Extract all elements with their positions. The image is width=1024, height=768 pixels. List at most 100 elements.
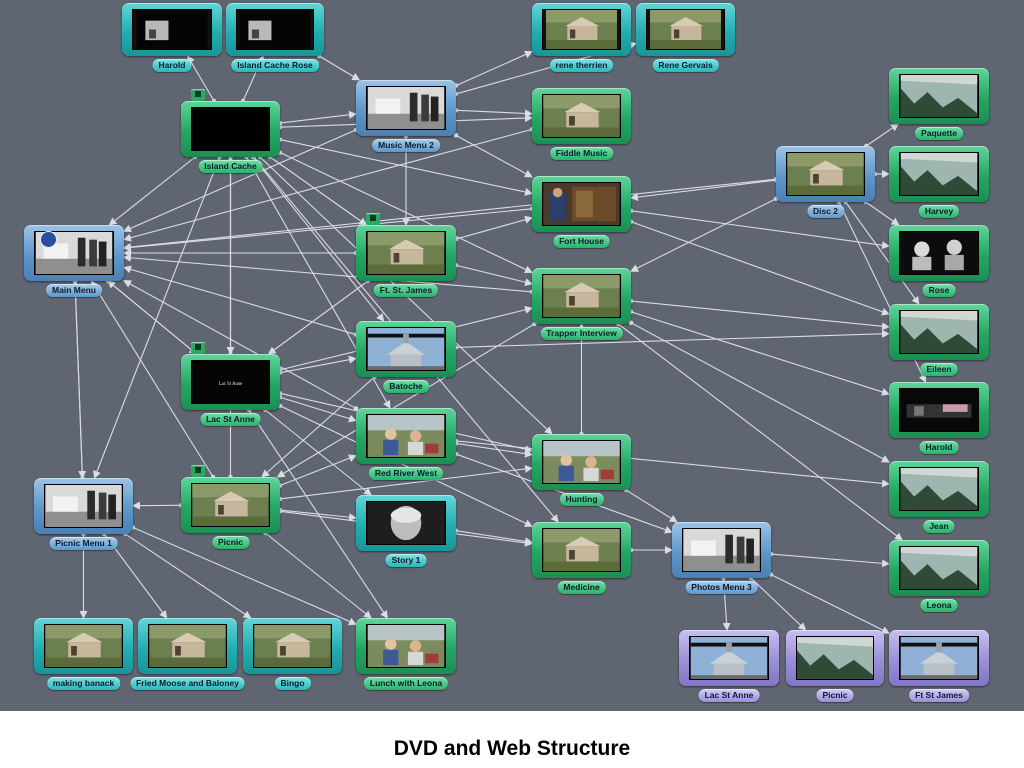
- node-island-cache[interactable]: Island Cache: [181, 89, 280, 173]
- node-card[interactable]: [889, 146, 989, 202]
- node-label: Island Cache: [198, 160, 263, 173]
- node-card[interactable]: [889, 540, 989, 596]
- node-card[interactable]: [679, 630, 779, 686]
- node-lac-st-anne-p[interactable]: Lac St Anne: [679, 630, 779, 702]
- node-card[interactable]: [181, 101, 280, 157]
- node-card[interactable]: [532, 3, 631, 56]
- node-card[interactable]: [889, 382, 989, 438]
- node-label: Harold: [152, 59, 192, 72]
- thumbnail-image: [366, 624, 446, 668]
- node-label: Fort House: [553, 235, 610, 248]
- node-label: Picnic: [211, 536, 250, 549]
- node-picnic-p[interactable]: Picnic: [786, 630, 884, 702]
- node-card[interactable]: [532, 88, 631, 144]
- node-ft-st-james-p[interactable]: Ft St James: [889, 630, 989, 702]
- thumbnail-image: [542, 440, 621, 484]
- thumbnail-image: [646, 9, 725, 50]
- thumbnail-image: [899, 388, 979, 432]
- link-red-river-west-to-hunting: [455, 442, 533, 458]
- thumbnail-image: [899, 310, 979, 354]
- link-fiddle-music-to-main-menu: [123, 128, 533, 242]
- node-card[interactable]: [532, 268, 631, 324]
- node-card[interactable]: [889, 68, 989, 124]
- node-hunting[interactable]: Hunting: [532, 434, 631, 506]
- link-trapper-interview-to-jean: [630, 322, 890, 463]
- node-rene-gervais[interactable]: Rene Gervais: [636, 3, 735, 72]
- node-leona[interactable]: Leona: [889, 540, 989, 612]
- thumbnail-image: [542, 9, 621, 50]
- node-rose[interactable]: Rose: [889, 225, 989, 297]
- node-harold-right[interactable]: Harold: [889, 382, 989, 454]
- link-trapper-interview-to-harold-right: [630, 311, 890, 396]
- node-card[interactable]: [356, 408, 456, 464]
- node-card[interactable]: [226, 3, 324, 56]
- node-jean[interactable]: Jean: [889, 461, 989, 533]
- node-paquette[interactable]: Paquette: [889, 68, 989, 140]
- node-fried-moose[interactable]: Fried Moose and Baloney: [130, 618, 245, 690]
- node-card[interactable]: [889, 304, 989, 360]
- node-card[interactable]: [786, 630, 884, 686]
- node-card[interactable]: [889, 461, 989, 517]
- node-card[interactable]: [532, 522, 631, 578]
- node-card[interactable]: [532, 434, 631, 490]
- thumbnail-image: [899, 467, 979, 511]
- node-card[interactable]: [181, 477, 280, 533]
- node-story-1[interactable]: Story 1: [356, 495, 456, 567]
- link-music-menu-2-to-fiddle-music: [455, 109, 533, 118]
- node-card[interactable]: [34, 478, 133, 534]
- node-main-menu[interactable]: Main Menu: [24, 225, 124, 297]
- node-trapper-interview[interactable]: Trapper Interview: [532, 268, 631, 340]
- node-label: Hunting: [559, 493, 604, 506]
- node-card[interactable]: [356, 618, 456, 674]
- node-card[interactable]: [889, 630, 989, 686]
- node-card[interactable]: [672, 522, 771, 578]
- link-lac-st-anne-to-red-river-west: [279, 396, 357, 423]
- node-fort-house[interactable]: Fort House: [532, 176, 631, 248]
- node-island-cache-rose[interactable]: Island Cache Rose: [226, 3, 324, 72]
- node-music-menu-2[interactable]: Music Menu 2: [356, 80, 456, 152]
- link-batoche-to-eileen: [455, 329, 890, 348]
- node-card[interactable]: [636, 3, 735, 56]
- node-label: Rose: [922, 284, 956, 297]
- node-card[interactable]: [776, 146, 875, 202]
- node-batoche[interactable]: Batoche: [356, 321, 456, 393]
- node-ft-st-james[interactable]: Ft. St. James: [356, 213, 456, 297]
- node-card[interactable]: Lac St Anne: [181, 354, 280, 410]
- node-disc-2[interactable]: Disc 2: [776, 146, 875, 218]
- node-fiddle-music[interactable]: Fiddle Music: [532, 88, 631, 160]
- node-rene-therrien[interactable]: rene therrien: [532, 3, 631, 72]
- node-card[interactable]: [122, 3, 222, 56]
- link-disc-2-to-eileen: [845, 201, 920, 305]
- link-story-1-to-medicine: [455, 530, 533, 546]
- thumbnail-image: [44, 624, 123, 668]
- node-bingo[interactable]: Bingo: [243, 618, 342, 690]
- node-card[interactable]: [356, 225, 456, 281]
- link-picnic-to-main-menu: [90, 280, 214, 478]
- link-island-cache-to-harold-top: [187, 55, 215, 102]
- node-card[interactable]: [356, 495, 456, 551]
- thumbnail-image: [899, 74, 979, 118]
- link-lac-st-anne-to-medicine: [279, 405, 533, 527]
- node-card[interactable]: [243, 618, 342, 674]
- node-card[interactable]: [24, 225, 124, 281]
- node-photos-menu-3[interactable]: Photos Menu 3: [672, 522, 771, 594]
- node-harvey[interactable]: Harvey: [889, 146, 989, 218]
- link-disc-2-to-main-menu: [123, 178, 777, 251]
- node-harold-top[interactable]: Harold: [122, 3, 222, 72]
- node-card[interactable]: [889, 225, 989, 281]
- node-card[interactable]: [138, 618, 237, 674]
- node-medicine[interactable]: Medicine: [532, 522, 631, 594]
- node-picnic-menu-1[interactable]: Picnic Menu 1: [34, 478, 133, 550]
- node-eileen[interactable]: Eileen: [889, 304, 989, 376]
- node-lunch-with-leona[interactable]: Lunch with Leona: [356, 618, 456, 690]
- node-making-banack[interactable]: making banack: [34, 618, 133, 690]
- node-card[interactable]: [532, 176, 631, 232]
- node-label: Leona: [920, 599, 958, 612]
- node-red-river-west[interactable]: Red River West: [356, 408, 456, 480]
- node-picnic[interactable]: Picnic: [181, 465, 280, 549]
- node-card[interactable]: [356, 80, 456, 136]
- node-card[interactable]: [356, 321, 456, 377]
- node-card[interactable]: [34, 618, 133, 674]
- link-picnic-menu-1-to-bingo: [124, 533, 252, 619]
